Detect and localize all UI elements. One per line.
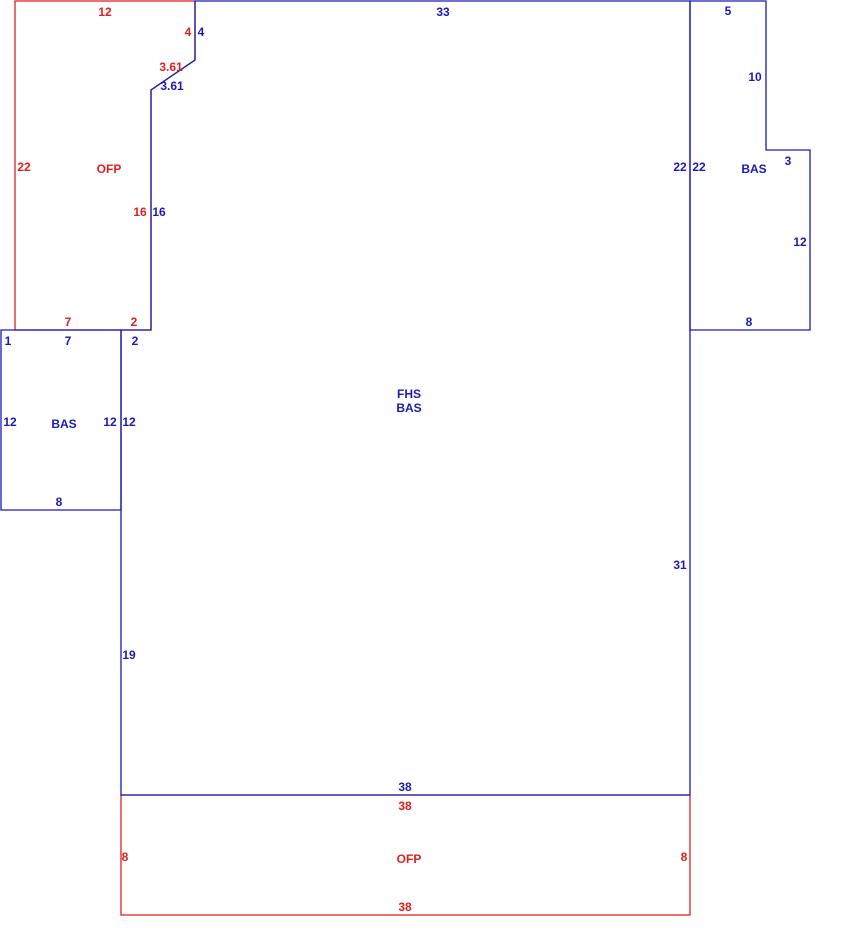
- dim-main-diagonal: 3.61: [160, 79, 184, 93]
- main-area-label-2: BAS: [396, 401, 421, 415]
- dim-porch-bottom-a: 7: [65, 315, 72, 329]
- dim-left-top-b: 7: [65, 334, 72, 348]
- dim-left-top-a: 1: [5, 334, 12, 348]
- dim-main-notch-left: 16: [152, 205, 166, 219]
- dim-porch-bottom-b: 2: [131, 315, 138, 329]
- dim-right-upper: 10: [748, 70, 762, 84]
- dim-bporch-bottom: 38: [398, 900, 412, 914]
- dim-main-left-lower: 19: [122, 648, 136, 662]
- top-porch-label: OFP: [97, 162, 122, 176]
- dim-main-top: 33: [436, 5, 450, 19]
- dim-left-bottom: 8: [56, 495, 63, 509]
- dim-main-right-lower: 31: [673, 558, 687, 572]
- dim-porch-top: 12: [98, 5, 112, 19]
- dim-right-left: 22: [692, 160, 706, 174]
- left-wing-label: BAS: [51, 417, 76, 431]
- right-wing-outline: [689, 0, 811, 331]
- dim-right-bottom: 8: [746, 315, 753, 329]
- main-area-label-1: FHS: [397, 387, 421, 401]
- dim-bporch-top: 38: [398, 799, 412, 813]
- dim-main-right-upper: 22: [673, 160, 687, 174]
- dim-bporch-right: 8: [681, 850, 688, 864]
- dim-main-notch-top: 4: [198, 25, 205, 39]
- left-wing-outline: [0, 329, 122, 511]
- dim-right-step: 3: [785, 154, 792, 168]
- dim-porch-diagonal: 3.61: [159, 60, 183, 74]
- dim-bporch-left: 8: [122, 850, 129, 864]
- dim-main-notch-bottom: 2: [132, 334, 139, 348]
- dim-porch-right: 4: [185, 25, 192, 39]
- right-wing-label: BAS: [741, 162, 766, 176]
- bottom-porch-label: OFP: [397, 852, 422, 866]
- dim-porch-inner: 16: [133, 205, 147, 219]
- dim-main-left-upper: 12: [122, 415, 136, 429]
- dim-right-top: 5: [725, 4, 732, 18]
- dim-main-bottom: 38: [398, 780, 412, 794]
- dim-porch-left: 22: [17, 160, 31, 174]
- dim-right-lower: 12: [793, 235, 807, 249]
- dim-left-left: 12: [3, 415, 17, 429]
- dim-left-right: 12: [103, 415, 117, 429]
